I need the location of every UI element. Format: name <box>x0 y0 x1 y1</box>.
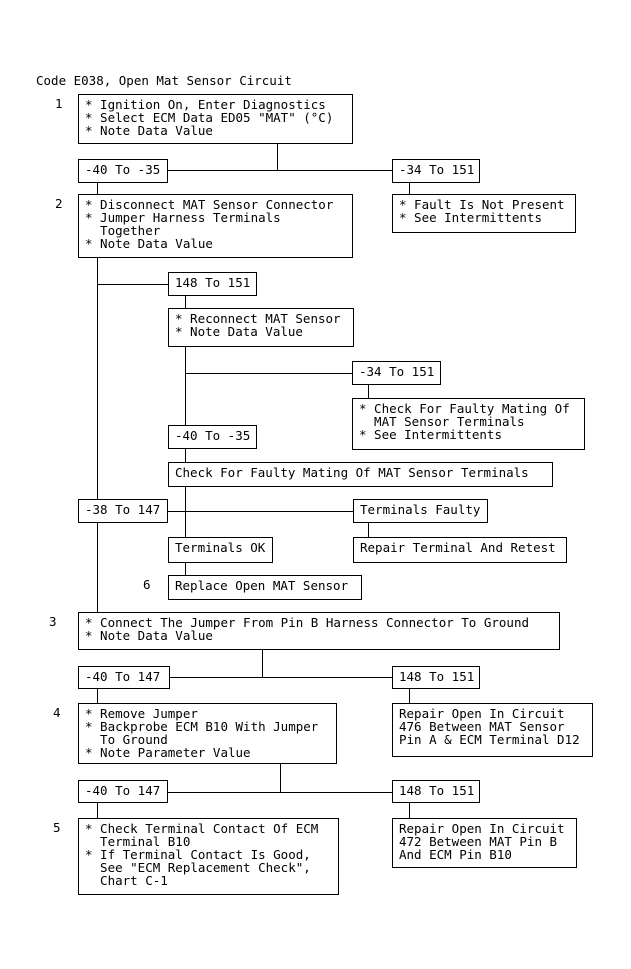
step-number-6: 6 <box>143 577 151 592</box>
connector-line-vertical <box>368 385 369 398</box>
flow-box-terminals-ok: Terminals OK <box>168 537 273 563</box>
step-number-3: 3 <box>49 614 57 629</box>
connector-line-horizontal <box>168 170 392 171</box>
flow-box-repair-circuit-472: Repair Open In Circuit 472 Between MAT P… <box>392 818 577 868</box>
flow-box-range1-high: -34 To 151 <box>392 159 480 183</box>
flow-box-range1-low: -40 To -35 <box>78 159 168 183</box>
step-number-2: 2 <box>55 196 63 211</box>
connector-line-vertical <box>409 689 410 703</box>
flow-box-range6-high: 148 To 151 <box>392 780 480 803</box>
connector-line-horizontal <box>170 677 392 678</box>
connector-line-vertical <box>185 347 186 425</box>
step-number-5: 5 <box>53 820 61 835</box>
flow-box-repair-circuit-476: Repair Open In Circuit 476 Between MAT S… <box>392 703 593 757</box>
connector-line-vertical <box>409 183 410 194</box>
connector-line-horizontal <box>185 373 352 374</box>
flow-box-range5-high: 148 To 151 <box>392 666 480 689</box>
step-number-4: 4 <box>53 705 61 720</box>
flow-box-fault-not-present: * Fault Is Not Present * See Intermitten… <box>392 194 576 233</box>
connector-line-vertical <box>97 803 98 818</box>
connector-line-horizontal <box>168 792 392 793</box>
flow-box-range2-high: 148 To 151 <box>168 272 257 296</box>
flow-box-reconnect-action: * Reconnect MAT Sensor * Note Data Value <box>168 308 354 347</box>
connector-line-vertical <box>97 183 98 194</box>
connector-line-horizontal <box>168 511 353 512</box>
flow-box-step5-action: * Check Terminal Contact Of ECM Terminal… <box>78 818 339 895</box>
connector-line-vertical <box>409 803 410 818</box>
flow-box-check-mating: Check For Faulty Mating Of MAT Sensor Te… <box>168 462 553 487</box>
flow-box-range6-low: -40 To 147 <box>78 780 168 803</box>
step-number-1: 1 <box>55 96 63 111</box>
flow-box-check-mating-intermittents: * Check For Faulty Mating Of MAT Sensor … <box>352 398 585 450</box>
flow-box-range3-low: -40 To -35 <box>168 425 257 449</box>
flow-box-step1-action: * Ignition On, Enter Diagnostics * Selec… <box>78 94 353 144</box>
connector-line-vertical <box>185 563 186 575</box>
flow-box-repair-terminal-retest: Repair Terminal And Retest <box>353 537 567 563</box>
flow-box-range5-low: -40 To 147 <box>78 666 170 689</box>
connector-line-vertical <box>262 650 263 677</box>
connector-line-vertical <box>185 487 186 537</box>
flow-box-step2-action: * Disconnect MAT Sensor Connector * Jump… <box>78 194 353 258</box>
flow-box-terminals-faulty: Terminals Faulty <box>353 499 488 523</box>
flow-box-step6-replace-sensor: Replace Open MAT Sensor <box>168 575 362 600</box>
connector-line-vertical <box>97 258 98 499</box>
connector-line-vertical <box>185 296 186 308</box>
connector-line-vertical <box>277 144 278 170</box>
flow-box-range3-high: -34 To 151 <box>352 361 441 385</box>
connector-line-horizontal <box>97 284 168 285</box>
flow-box-step4-action: * Remove Jumper * Backprobe ECM B10 With… <box>78 703 337 764</box>
connector-line-vertical <box>97 689 98 703</box>
flow-box-step3-action: * Connect The Jumper From Pin B Harness … <box>78 612 560 650</box>
flow-box-range4-mid: -38 To 147 <box>78 499 168 523</box>
connector-line-vertical <box>185 449 186 462</box>
page-title: Code E038, Open Mat Sensor Circuit <box>36 73 292 88</box>
connector-line-vertical <box>97 523 98 612</box>
connector-line-vertical <box>280 764 281 792</box>
connector-line-vertical <box>368 523 369 537</box>
